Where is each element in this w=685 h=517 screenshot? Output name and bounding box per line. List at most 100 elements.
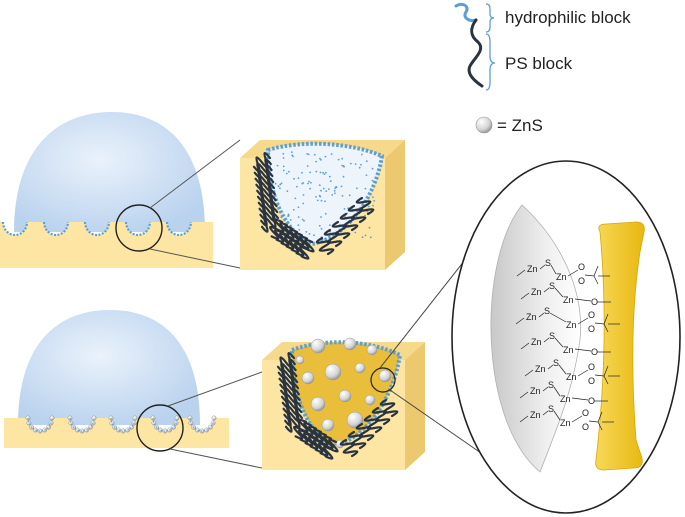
liquid-dot bbox=[372, 196, 374, 199]
top-zoom-line-upper bbox=[149, 139, 241, 209]
liquid-dot bbox=[319, 157, 321, 160]
hydrophilic-brace bbox=[485, 3, 495, 33]
bond bbox=[516, 269, 526, 277]
s-atom-label: S bbox=[548, 380, 554, 390]
liquid-dot bbox=[325, 190, 328, 193]
o-atom-label: O bbox=[591, 347, 598, 357]
liquid-dot bbox=[322, 187, 325, 190]
bond bbox=[553, 410, 561, 421]
o-atom-label: O bbox=[582, 408, 589, 418]
liquid-dot bbox=[331, 194, 334, 196]
bond bbox=[520, 292, 530, 300]
zn-atom-label: Zn bbox=[560, 418, 571, 428]
liquid-dot bbox=[337, 158, 340, 161]
bond bbox=[577, 317, 589, 325]
zn-atom-label: Zn bbox=[566, 372, 577, 382]
liquid-dot bbox=[328, 175, 331, 178]
ps-chain bbox=[292, 418, 309, 440]
liquid-dot bbox=[364, 187, 367, 190]
ps-chain bbox=[293, 235, 310, 257]
zns-particle bbox=[310, 396, 326, 412]
bottom-droplet-on-template bbox=[4, 310, 263, 469]
liquid-dot bbox=[361, 236, 364, 239]
liquid-dot bbox=[292, 209, 295, 211]
zn-atom-label: Zn bbox=[531, 287, 542, 297]
zns-particle bbox=[354, 362, 366, 374]
liquid-dot bbox=[318, 194, 321, 197]
liquid-dot bbox=[360, 163, 362, 166]
liquid-dot bbox=[302, 194, 305, 196]
zns-particle bbox=[366, 344, 378, 356]
bottom-closeup-magnify-circle bbox=[370, 367, 396, 393]
zns-particle bbox=[116, 427, 121, 433]
liquid-dot bbox=[320, 216, 322, 218]
liquid-dot bbox=[307, 153, 310, 156]
zn-atom-label: Zn bbox=[527, 264, 538, 274]
liquid-dot bbox=[368, 205, 370, 208]
zns-particle bbox=[26, 420, 32, 426]
liquid-dot bbox=[316, 199, 319, 202]
s-atom-label: S bbox=[545, 258, 551, 268]
bond bbox=[571, 415, 583, 423]
ps-chain bbox=[347, 430, 367, 450]
zns-particle bbox=[33, 427, 38, 433]
liquid-dot bbox=[308, 233, 311, 235]
liquid-dot bbox=[310, 181, 312, 184]
zn-atom-label: Zn bbox=[535, 364, 546, 374]
ps-chain bbox=[312, 431, 329, 454]
zn-atom-label: Zn bbox=[566, 320, 577, 330]
liquid-dot bbox=[333, 189, 336, 192]
liquid-dot bbox=[315, 170, 318, 173]
liquid-dot bbox=[371, 167, 374, 170]
liquid-dot bbox=[329, 180, 332, 183]
liquid-dot bbox=[342, 175, 345, 178]
liquid-dot bbox=[315, 160, 317, 163]
ps-chain bbox=[371, 406, 391, 426]
liquid-dot bbox=[365, 160, 368, 163]
ps-chain bbox=[379, 398, 399, 418]
liquid-dot bbox=[306, 153, 308, 155]
liquid-dot bbox=[286, 190, 289, 193]
top-zoom-line-lower bbox=[149, 248, 241, 269]
bottom-zoom-line-upper bbox=[167, 371, 263, 407]
liquid-dot bbox=[371, 179, 374, 182]
zns-particle bbox=[75, 427, 80, 433]
liquid-dot bbox=[302, 182, 305, 184]
liquid-dot bbox=[343, 165, 345, 168]
liquid-dot bbox=[318, 224, 321, 227]
s-atom-label: S bbox=[544, 306, 550, 316]
bond bbox=[515, 317, 525, 325]
ps-chain bbox=[315, 236, 335, 256]
liquid-dot bbox=[320, 189, 322, 192]
bond bbox=[538, 312, 545, 318]
liquid-dot bbox=[323, 173, 326, 176]
o-atom-label: O bbox=[578, 276, 585, 286]
liquid-dot bbox=[277, 185, 280, 188]
liquid-dot bbox=[294, 197, 297, 200]
o-atom-label: O bbox=[588, 376, 595, 386]
top-substrate bbox=[0, 222, 213, 268]
liquid-dot bbox=[341, 164, 344, 167]
liquid-dot bbox=[301, 171, 303, 174]
ps-chain bbox=[283, 228, 300, 250]
s-atom-label: S bbox=[549, 331, 555, 341]
liquid-dot bbox=[302, 202, 305, 205]
hydrophilic-block-label: hydrophilic block bbox=[505, 8, 631, 27]
ps-chain bbox=[347, 204, 367, 224]
liquid-dot bbox=[328, 224, 331, 227]
o-atom-label: O bbox=[582, 422, 589, 432]
liquid-dot bbox=[307, 182, 309, 185]
bond bbox=[603, 375, 609, 385]
liquid-dot bbox=[356, 187, 358, 190]
top-ps-chains bbox=[252, 152, 375, 260]
liquid-dot bbox=[372, 204, 374, 207]
bottom-pore-closeup bbox=[262, 189, 531, 488]
ps-chain bbox=[288, 231, 305, 254]
liquid-dot bbox=[297, 177, 300, 180]
bond bbox=[593, 265, 599, 277]
zn-atom-label: Zn bbox=[556, 272, 567, 282]
bond bbox=[519, 415, 529, 423]
bond bbox=[542, 386, 549, 392]
liquid-dot bbox=[330, 153, 333, 156]
pore-coating bbox=[189, 417, 215, 432]
